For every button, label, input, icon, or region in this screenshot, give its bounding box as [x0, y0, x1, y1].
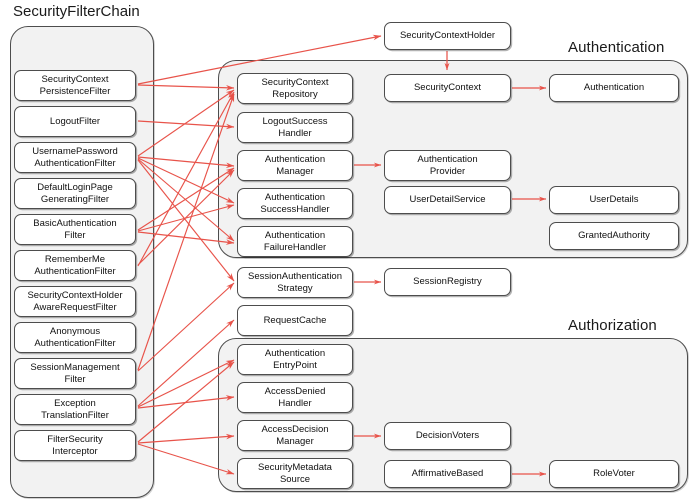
component-box-security-context-holder[interactable]: SecurityContextHolder — [384, 22, 511, 50]
component-box-authentication[interactable]: Authentication — [549, 74, 679, 102]
filter-box-username-password-authentication[interactable]: UsernamePassword AuthenticationFilter — [14, 142, 136, 173]
component-box-session-registry[interactable]: SessionRegistry — [384, 268, 511, 296]
filter-box-security-context-holder-aware-request[interactable]: SecurityContextHolder AwareRequestFilter — [14, 286, 136, 317]
component-box-granted-authority[interactable]: GrantedAuthority — [549, 222, 679, 250]
component-box-user-details[interactable]: UserDetails — [549, 186, 679, 214]
component-box-request-cache[interactable]: RequestCache — [237, 305, 353, 336]
component-box-session-authentication-strategy[interactable]: SessionAuthentication Strategy — [237, 267, 353, 298]
filter-box-remember-me-authentication[interactable]: RememberMe AuthenticationFilter — [14, 250, 136, 281]
filter-box-basic-authentication[interactable]: BasicAuthentication Filter — [14, 214, 136, 245]
authorization-panel-title: Authorization — [568, 317, 657, 334]
component-box-security-context[interactable]: SecurityContext — [384, 74, 511, 102]
filter-box-filter-security-interceptor[interactable]: FilterSecurity Interceptor — [14, 430, 136, 461]
authentication-panel-title: Authentication — [568, 39, 665, 56]
component-box-affirmative-based[interactable]: AffirmativeBased — [384, 460, 511, 488]
filter-box-security-context-persistence[interactable]: SecurityContext PersistenceFilter — [14, 70, 136, 101]
component-box-authentication-success-handler[interactable]: Authentication SuccessHandler — [237, 188, 353, 219]
filter-box-default-login-page-generating[interactable]: DefaultLoginPage GeneratingFilter — [14, 178, 136, 209]
component-box-user-detail-service[interactable]: UserDetailService — [384, 186, 511, 214]
component-box-decision-voters[interactable]: DecisionVoters — [384, 422, 511, 450]
filter-box-session-management[interactable]: SessionManagement Filter — [14, 358, 136, 389]
component-box-authentication-failure-handler[interactable]: Authentication FailureHandler — [237, 226, 353, 257]
filter-box-exception-translation[interactable]: Exception TranslationFilter — [14, 394, 136, 425]
component-box-authentication-provider[interactable]: Authentication Provider — [384, 150, 511, 181]
component-box-logout-success-handler[interactable]: LogoutSuccess Handler — [237, 112, 353, 143]
page-title: SecurityFilterChain — [13, 3, 140, 20]
component-box-security-metadata-source[interactable]: SecurityMetadata Source — [237, 458, 353, 489]
component-box-role-voter[interactable]: RoleVoter — [549, 460, 679, 488]
filter-box-anonymous-authentication[interactable]: Anonymous AuthenticationFilter — [14, 322, 136, 353]
filter-box-logout[interactable]: LogoutFilter — [14, 106, 136, 137]
component-box-access-denied-handler[interactable]: AccessDenied Handler — [237, 382, 353, 413]
component-box-access-decision-manager[interactable]: AccessDecision Manager — [237, 420, 353, 451]
component-box-authentication-entry-point[interactable]: Authentication EntryPoint — [237, 344, 353, 375]
component-box-authentication-manager[interactable]: Authentication Manager — [237, 150, 353, 181]
component-box-security-context-repository[interactable]: SecurityContext Repository — [237, 73, 353, 104]
